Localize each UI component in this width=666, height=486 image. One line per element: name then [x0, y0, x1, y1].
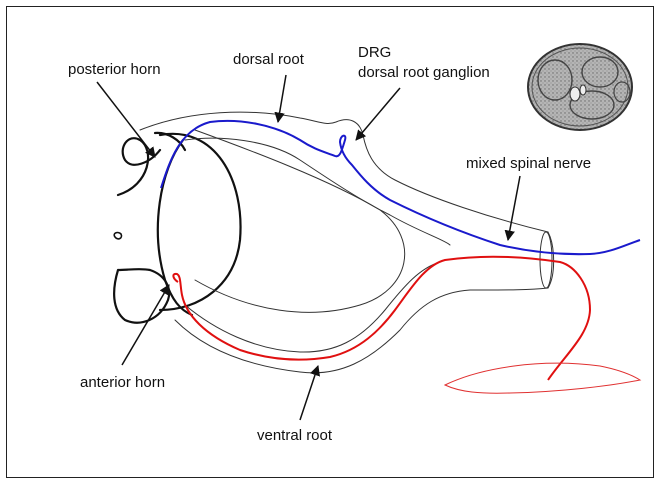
label-posterior-horn: posterior horn: [68, 61, 161, 79]
label-mixed-spinal-nerve: mixed spinal nerve: [466, 155, 591, 173]
label-anterior-horn: anterior horn: [80, 374, 165, 392]
arrow-anterior-horn: [122, 285, 169, 365]
label-ventral-root: ventral root: [257, 427, 332, 445]
label-dorsal-root: dorsal root: [233, 51, 304, 69]
label-drg-full: dorsal root ganglion: [358, 64, 490, 82]
spinal-cord-outline: [114, 133, 240, 323]
arrow-posterior-horn: [97, 82, 155, 157]
nerve-cross-section-image: [528, 44, 632, 130]
arrow-ventral-root: [300, 366, 318, 420]
motor-fiber-line: [173, 257, 590, 380]
arrow-mixed-nerve: [508, 176, 520, 240]
label-drg-abbrev: DRG: [358, 44, 391, 62]
muscle-shape: [445, 363, 640, 393]
pointer-arrows: [97, 75, 520, 420]
arrow-drg: [356, 88, 400, 140]
